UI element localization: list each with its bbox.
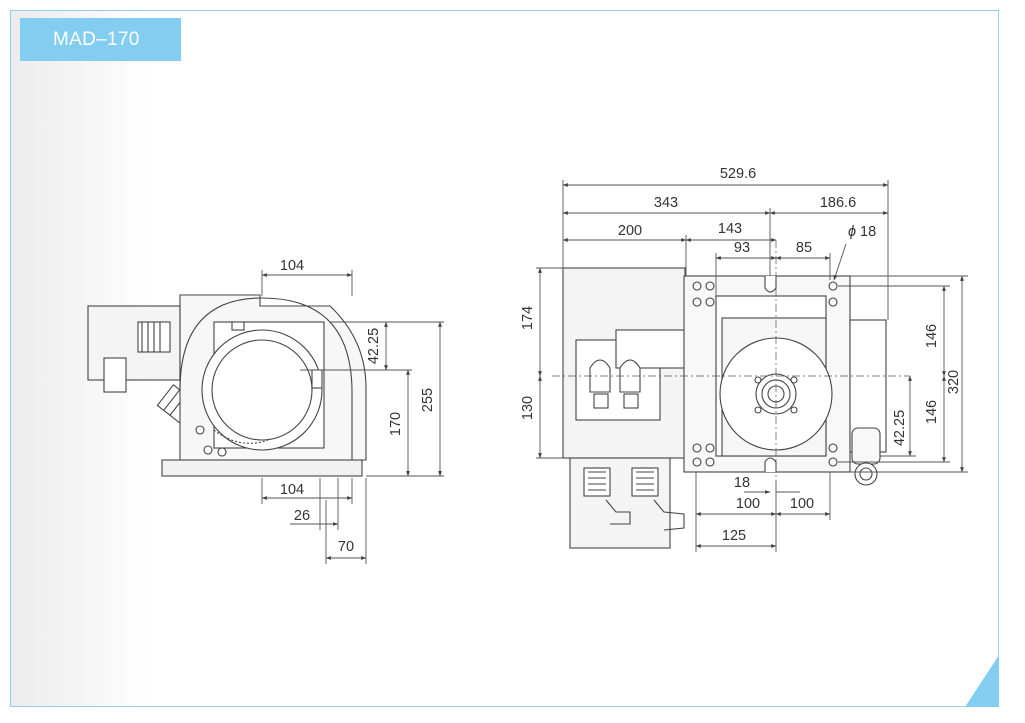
dim-right-18: 18 (734, 475, 750, 491)
dim-right-93: 93 (734, 240, 750, 256)
dim-right-174: 174 (520, 306, 536, 330)
dim-right-42-25: 42.25 (892, 410, 908, 446)
dim-right-130: 130 (520, 396, 536, 420)
dim-right-85: 85 (796, 240, 812, 256)
right-bracket-right (619, 359, 641, 393)
right-side-knob (851, 427, 881, 465)
dim-left-42-25: 42.25 (366, 328, 382, 364)
dim-right-186-6: 186.6 (820, 195, 856, 211)
right-dimension-lines (536, 180, 968, 552)
dim-left-104-top: 104 (280, 258, 304, 274)
right-top-view (562, 267, 887, 549)
dim-right-343: 343 (654, 195, 678, 211)
model-title-tab: MAD–170 (20, 18, 181, 61)
dim-left-104-bottom: 104 (280, 482, 304, 498)
dim-left-26: 26 (294, 508, 310, 524)
dim-left-255: 255 (420, 388, 436, 412)
left-side-view (87, 294, 367, 477)
left-dimension-lines (261, 270, 444, 564)
dim-right-200: 200 (618, 223, 642, 239)
left-cable-gland (103, 357, 127, 393)
dim-right-100-right: 100 (790, 496, 814, 512)
dim-right-125: 125 (722, 528, 746, 544)
dim-right-143: 143 (718, 221, 742, 237)
dim-right-phi-symbol: ϕ (848, 224, 856, 240)
corner-accent (965, 655, 999, 707)
dim-right-146-bottom: 146 (924, 400, 940, 424)
dim-right-146-top: 146 (924, 324, 940, 348)
right-center-lines (552, 240, 910, 480)
dim-right-529-6: 529.6 (720, 166, 756, 182)
right-dimension-labels: 529.6 343 186.6 200 143 93 85 ϕ 18 174 1… (520, 166, 962, 544)
dim-right-100-left: 100 (736, 496, 760, 512)
left-dimension-labels: 104 104 26 70 42.25 170 255 (280, 258, 436, 555)
left-base (161, 459, 363, 477)
dim-right-320: 320 (946, 370, 962, 394)
dim-left-70: 70 (338, 539, 354, 555)
dim-left-170: 170 (388, 412, 404, 436)
dim-right-hole-18: 18 (860, 224, 876, 240)
